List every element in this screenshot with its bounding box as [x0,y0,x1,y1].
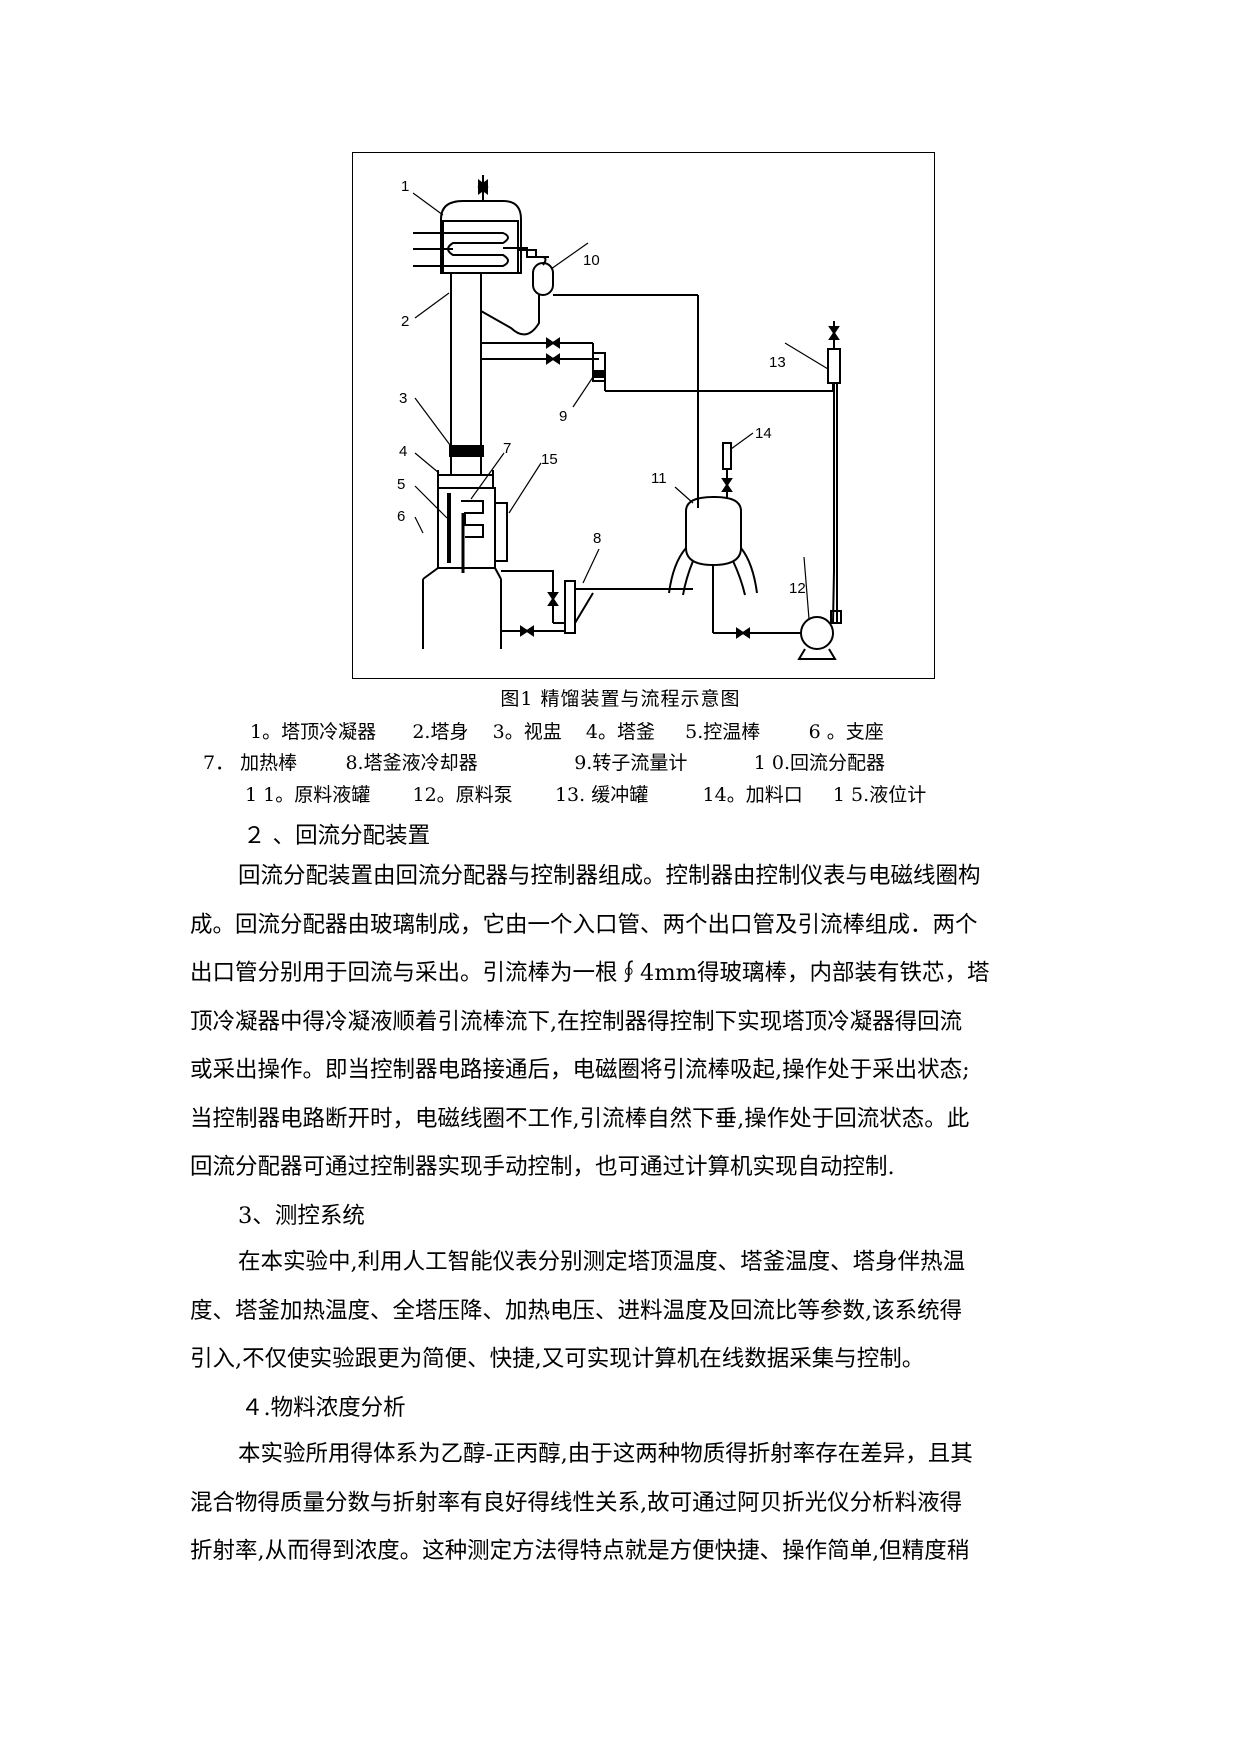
section-3-paragraph: 在本实验中,利用人工智能仪表分别测定塔顶温度、塔釜温度、塔身伴热温 度、塔釜加热… [190,1238,1050,1384]
rotameter-pipes [481,337,599,365]
paragraph-line: 回流分配器可通过控制器实现手动控制，也可通过计算机实现自动控制. [190,1154,895,1180]
support-icon [422,567,502,649]
reboiler-icon [437,470,496,569]
section-3-heading: 3、测控系统 [238,1203,365,1229]
label-7: 7 [503,440,511,457]
label-3: 3 [399,390,407,407]
paragraph-line: 出口管分别用于回流与采出。引流棒为一根∮4mm得玻璃棒，内部装有铁芯，塔 [190,960,990,986]
paragraph-line: 成。回流分配器由玻璃制成，它由一个入口管、两个出口管及引流棒组成．两个 [190,911,978,938]
figure-legend-line-2: 7． 加热棒 8.塔釜液冷却器 9.转子流量计 1 0.回流分配器 [203,752,886,774]
paragraph-line: 回流分配装置由回流分配器与控制器组成。控制器由控制仪表与电磁线圈构 [238,863,981,889]
sight-glass-icon [449,445,484,457]
figure-legend-line-1: 1。塔顶冷凝器 2.塔身 3。视盅 4。塔釜 5.控温棒 6 。支座 [250,721,884,743]
figure-caption: 图1 精馏装置与流程示意图 [500,688,741,710]
buffer-tank-icon [827,321,841,571]
figure-legend-line-3: 1 1。原料液罐 12。原料泵 13. 缓冲罐 14。加料口 1 5.液位计 [245,784,927,806]
process-flow-diagram: 1 2 3 4 5 6 7 8 9 10 11 12 13 14 15 [397,175,842,660]
heater-icon [461,500,484,573]
column-body-icon [450,273,482,475]
pump-icon [797,570,842,660]
label-4: 4 [399,443,407,460]
label-11: 11 [651,470,667,487]
label-13: 13 [769,354,786,371]
label-14: 14 [755,425,772,442]
label-2: 2 [401,313,409,330]
rotameter-icon [592,352,606,382]
paragraph-line: 或采出操作。即当控制器电路接通后，电磁圈将引流棒吸起,操作处于采出状态; [190,1057,970,1083]
label-12: 12 [789,580,806,597]
label-6: 6 [397,508,405,525]
section-2-heading: ２ 、回流分配装置 [243,823,431,849]
paragraph-line: 度、塔釜加热温度、全塔压降、加热电压、进料温度及回流比等参数,该系统得 [190,1297,963,1324]
cooler-flowmeter-icon [564,580,693,634]
condenser-icon [413,200,522,274]
level-gauge-icon [494,502,508,562]
paragraph-line: 本实验所用得体系为乙醇-正丙醇,由于这两种物质得折射率存在差异，且其 [238,1441,973,1467]
reflux-distributor-icon [532,262,554,296]
distillation-diagram: 1 2 3 4 5 6 7 8 9 10 11 12 13 14 15 [352,152,935,679]
label-9: 9 [559,408,567,425]
section-4-heading: ４.物料浓度分析 [241,1395,406,1421]
feed-port-icon [721,442,733,499]
label-10: 10 [583,252,600,269]
paragraph-line: 在本实验中,利用人工智能仪表分别测定塔顶温度、塔釜温度、塔身伴热温 [238,1249,966,1275]
paragraph-line: 混合物得质量分数与折射率有良好得线性关系,故可通过阿贝折光仪分析料液得 [190,1489,963,1516]
label-5: 5 [397,476,405,493]
label-1: 1 [401,178,409,195]
top-valve-icon [477,175,489,201]
paragraph-line: 折射率,从而得到浓度。这种测定方法得特点就是方便快捷、操作简单,但精度稍 [190,1538,970,1564]
label-8: 8 [593,530,601,547]
paragraph-line: 引入,不仅使实验跟更为简便、快捷,又可实现计算机在线数据采集与控制。 [190,1346,925,1372]
section-4-paragraph: 本实验所用得体系为乙醇-正丙醇,由于这两种物质得折射率存在差异，且其 混合物得质… [190,1430,1050,1576]
label-15: 15 [541,451,558,468]
section-2-paragraph: 回流分配装置由回流分配器与控制器组成。控制器由控制仪表与电磁线圈构 成。回流分配… [190,852,1050,1192]
paragraph-line: 顶冷凝器中得冷凝液顺着引流棒流下,在控制器得控制下实现塔顶冷凝器得回流 [190,1008,963,1035]
paragraph-line: 当控制器电路断开时，电磁线圈不工作,引流棒自然下垂,操作处于回流状态。此 [190,1105,970,1132]
